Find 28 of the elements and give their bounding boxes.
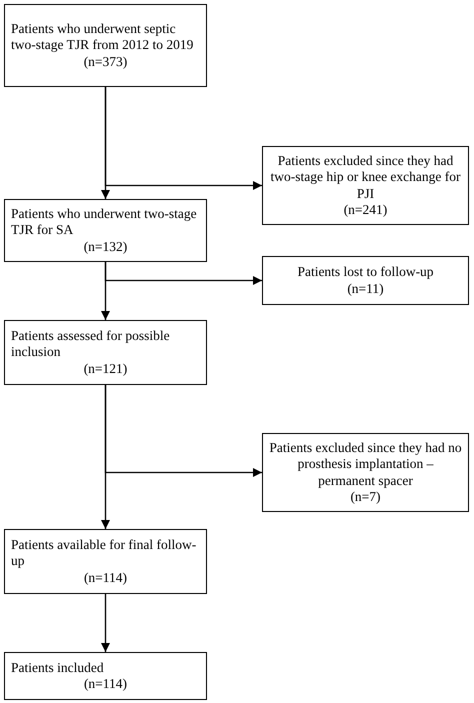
box-text: Patients who underwent septic two-stage TJR from 2012 to 2019 xyxy=(11,21,194,54)
box-text: Patients excluded since they had two-stage hip or knee exchange for PJI xyxy=(269,153,462,202)
box-text: Patients who underwent two-stage TJR for SA xyxy=(11,206,198,239)
process-box xyxy=(262,256,469,305)
box-text: Patients included xyxy=(11,660,104,676)
box-text: Patients excluded since they had no prosthesis implantation – permanent spacer xyxy=(269,440,462,489)
arrow xyxy=(104,87,262,190)
process-box xyxy=(262,146,469,225)
box-text: (n=7) xyxy=(350,488,381,505)
arrow xyxy=(100,594,110,652)
process-box xyxy=(4,4,207,87)
box-text: Patients assessed for possible inclusion xyxy=(11,328,171,361)
box-text: (n=132) xyxy=(84,238,128,255)
box-text: Patients available for final follow-up xyxy=(11,537,198,570)
box-text: (n=373) xyxy=(84,54,128,70)
box-text: (n=114) xyxy=(84,676,128,692)
box-text: (n=114) xyxy=(84,570,128,586)
process-box xyxy=(4,199,207,262)
process-box xyxy=(4,652,207,700)
arrow xyxy=(104,385,262,478)
box-text: Patients lost to follow-up xyxy=(297,264,434,280)
process-box xyxy=(4,320,207,385)
box-text: (n=11) xyxy=(347,280,384,297)
arrow xyxy=(104,262,262,286)
process-box xyxy=(262,433,469,512)
box-text: (n=121) xyxy=(84,360,128,377)
process-box xyxy=(4,529,207,594)
box-text: (n=241) xyxy=(344,202,388,218)
